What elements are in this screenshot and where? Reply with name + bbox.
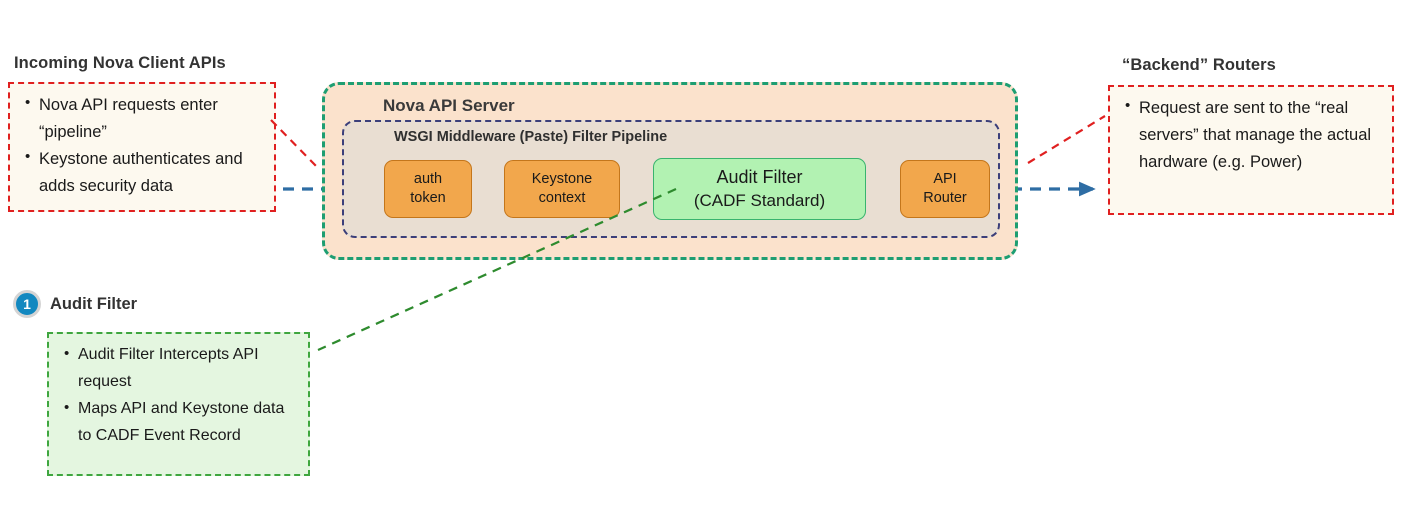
nova-api-server-title: Nova API Server: [383, 96, 515, 115]
step-badge-1: 1: [13, 290, 41, 318]
audit-filter-callout-title: Audit Filter: [50, 294, 138, 313]
node-audit-filter-line1: Audit Filter: [716, 166, 803, 187]
node-keystone-context[interactable]: Keystone context: [504, 160, 620, 218]
node-keystone-context-line1: Keystone: [531, 170, 593, 187]
right-panel-heading: “Backend” Routers: [1122, 56, 1276, 74]
node-auth-token-line1: auth: [413, 170, 443, 187]
node-api-router-line1: API: [933, 170, 957, 187]
node-audit-filter[interactable]: Audit Filter (CADF Standard): [653, 158, 866, 220]
left-panel-list: Nova API requests enter “pipeline” Keyst…: [10, 84, 274, 208]
node-api-router[interactable]: API Router: [900, 160, 990, 218]
leader-line-audit-filter: [317, 187, 677, 352]
list-item: Keystone authenticates and adds security…: [22, 145, 264, 200]
wsgi-pipeline-title: WSGI Middleware (Paste) Filter Pipeline: [394, 129, 668, 145]
audit-filter-callout-list: Audit Filter Intercepts API request Maps…: [49, 334, 308, 458]
list-item: Request are sent to the “real servers” t…: [1122, 94, 1382, 176]
node-auth-token-line2: token: [410, 190, 446, 206]
wsgi-pipeline-container: WSGI Middleware (Paste) Filter Pipeline: [342, 120, 1000, 238]
node-keystone-context-line2: context: [538, 190, 586, 206]
left-panel: Nova API requests enter “pipeline” Keyst…: [8, 82, 276, 212]
audit-filter-callout-header: 1 Audit Filter: [13, 290, 137, 318]
node-api-router-line2: Router: [923, 190, 967, 206]
left-panel-heading: Incoming Nova Client APIs: [14, 54, 226, 72]
list-item: Audit Filter Intercepts API request: [61, 341, 298, 396]
list-item: Maps API and Keystone data to CADF Event…: [61, 395, 298, 450]
right-panel-list: Request are sent to the “real servers” t…: [1110, 87, 1392, 184]
audit-filter-callout-panel: Audit Filter Intercepts API request Maps…: [47, 332, 310, 476]
leader-line-right: [1027, 115, 1106, 164]
right-panel: Request are sent to the “real servers” t…: [1108, 85, 1394, 215]
list-item: Nova API requests enter “pipeline”: [22, 91, 264, 146]
node-auth-token[interactable]: auth token: [384, 160, 472, 218]
leader-line-left: [270, 119, 319, 169]
node-audit-filter-line2: (CADF Standard): [693, 190, 826, 210]
